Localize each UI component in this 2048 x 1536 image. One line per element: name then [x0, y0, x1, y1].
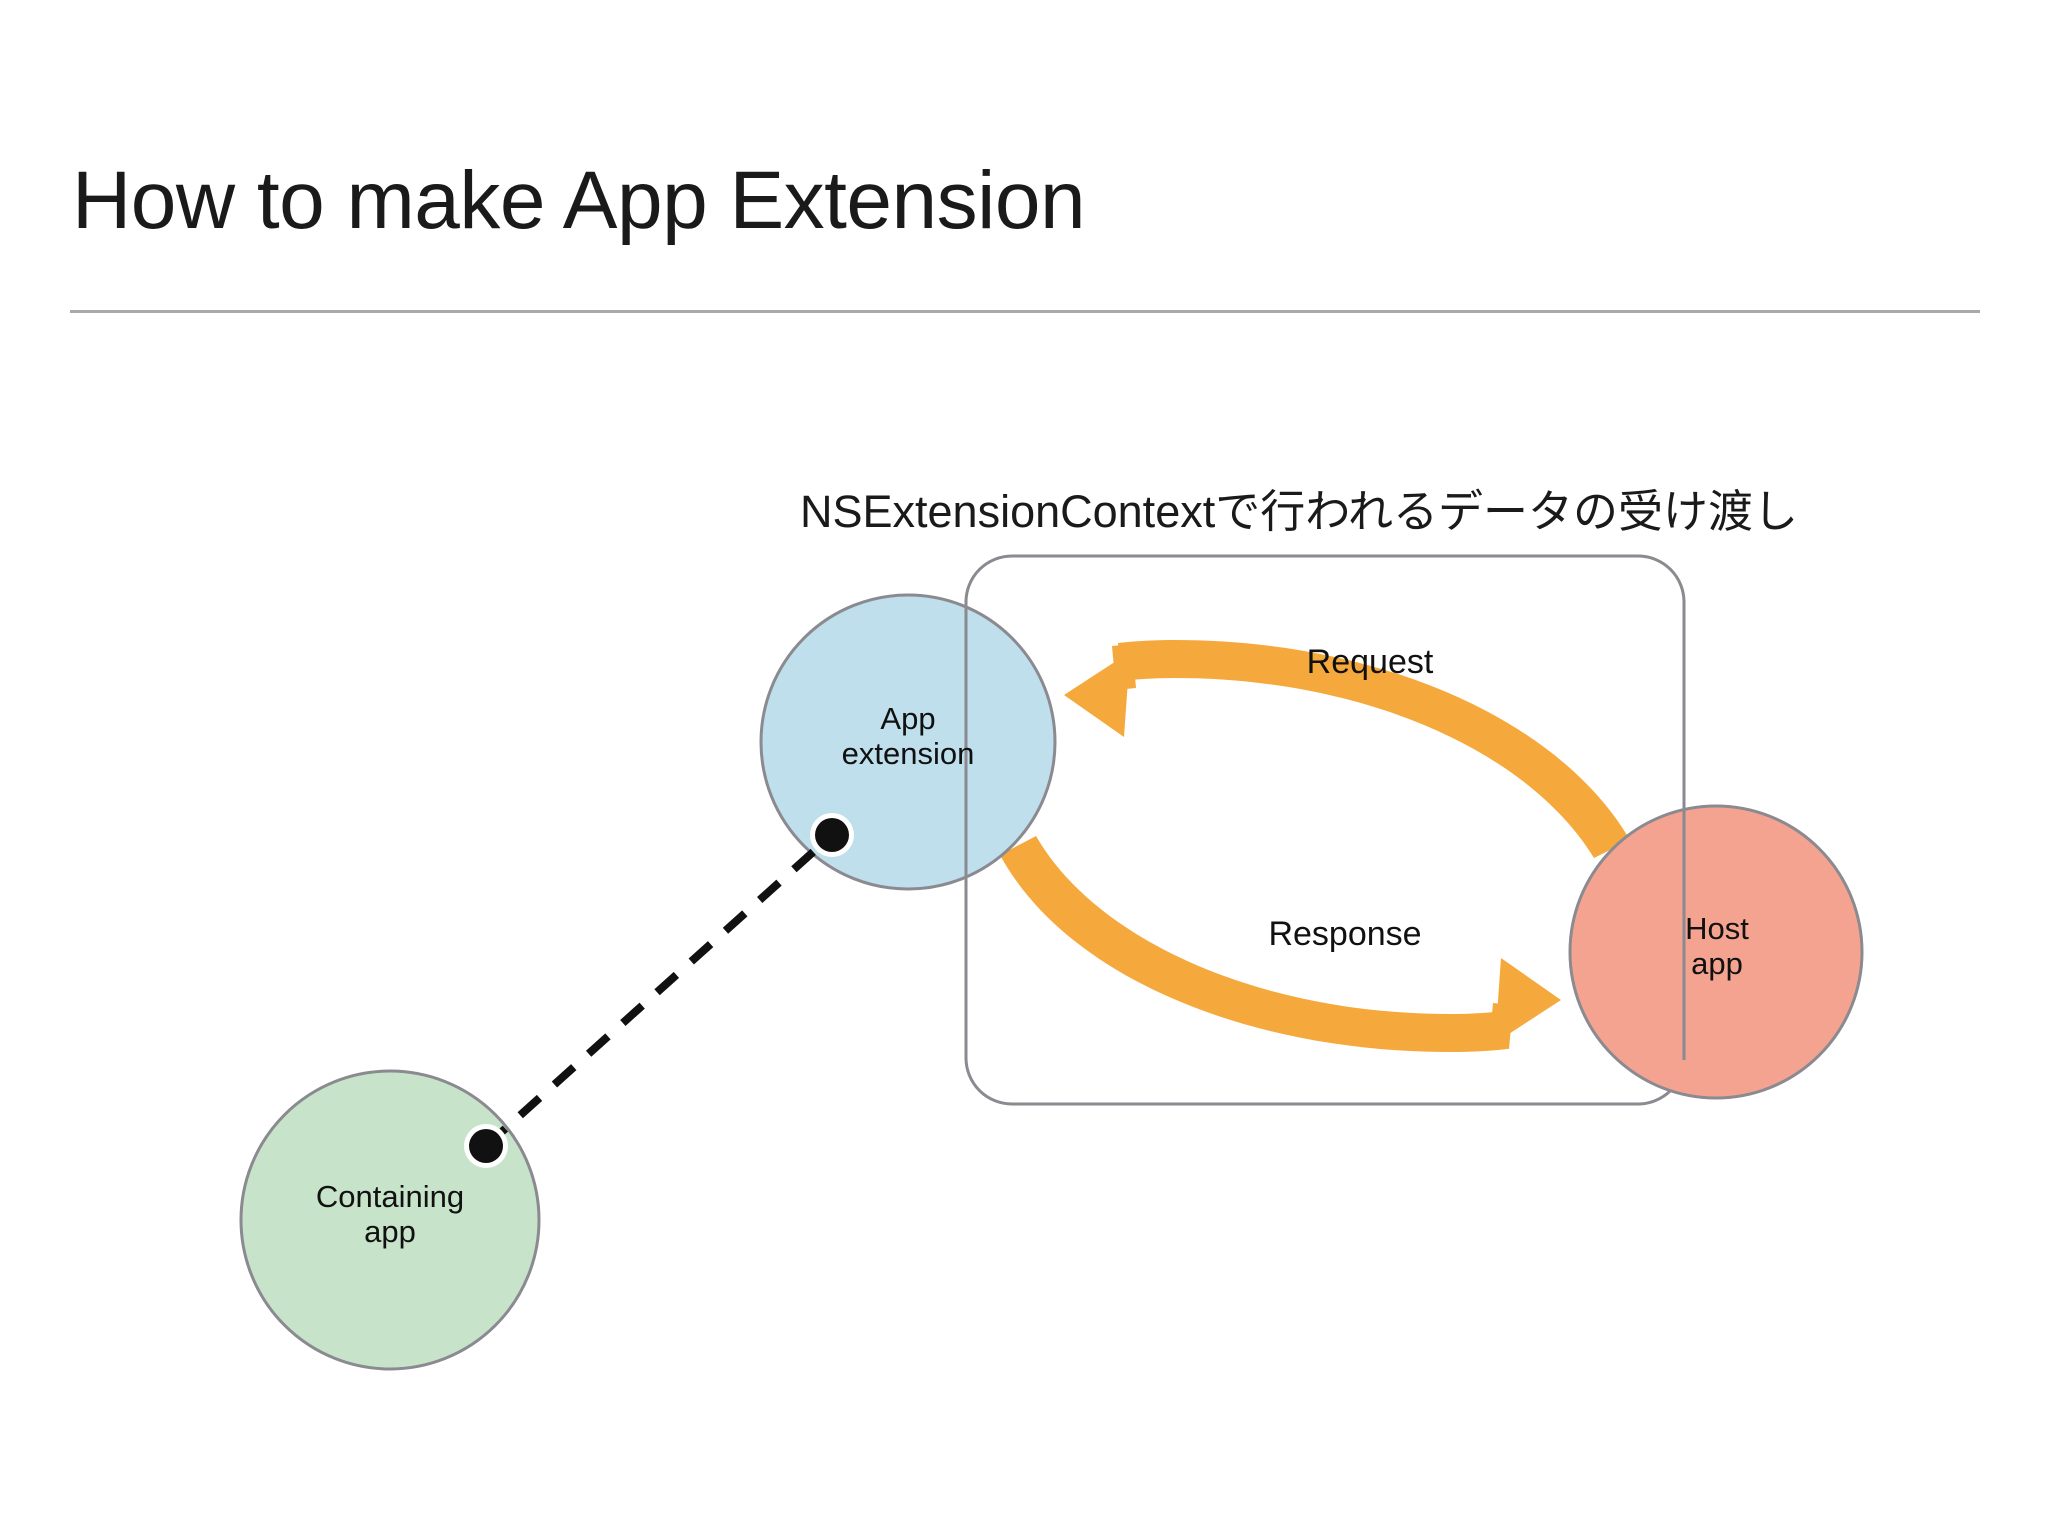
response-arrow	[1000, 836, 1561, 1052]
containing-app-link-line	[483, 832, 835, 1149]
page-title: How to make App Extension	[72, 155, 1086, 246]
title-divider	[70, 310, 1980, 313]
node-containing-app[interactable]	[239, 1069, 541, 1371]
link-endpoint-extension	[815, 818, 849, 852]
diagram-caption: NSExtensionContextで行われるデータの受け渡し	[800, 486, 1798, 537]
node-host-app[interactable]	[1568, 804, 1864, 1100]
link-endpoint-containing	[469, 1129, 503, 1163]
request-arrow	[1064, 640, 1630, 858]
node-app-extension[interactable]	[759, 593, 1057, 891]
